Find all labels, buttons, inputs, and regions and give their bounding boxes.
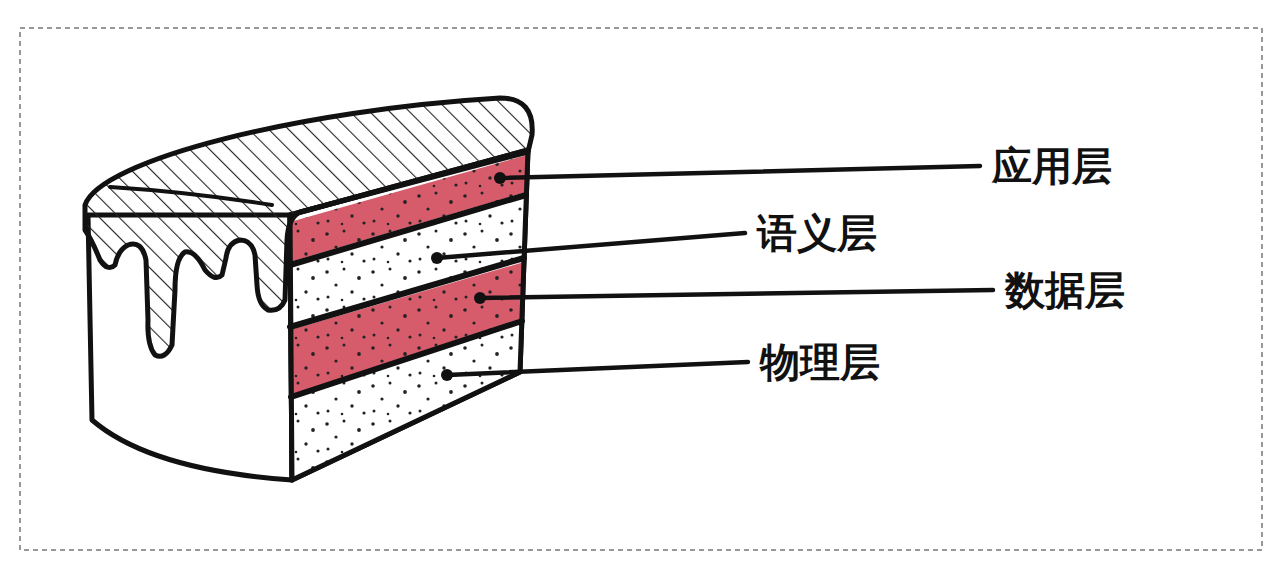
layer-label: 数据层 <box>1005 265 1125 315</box>
icing-stroke <box>110 187 272 205</box>
frame <box>20 28 1262 550</box>
leader-lines <box>437 166 993 375</box>
layer-label: 应用层 <box>992 141 1112 191</box>
layer-label: 语义层 <box>757 208 877 258</box>
leader-dots <box>431 172 506 381</box>
layer-label: 物理层 <box>760 337 880 387</box>
icing <box>85 98 532 356</box>
